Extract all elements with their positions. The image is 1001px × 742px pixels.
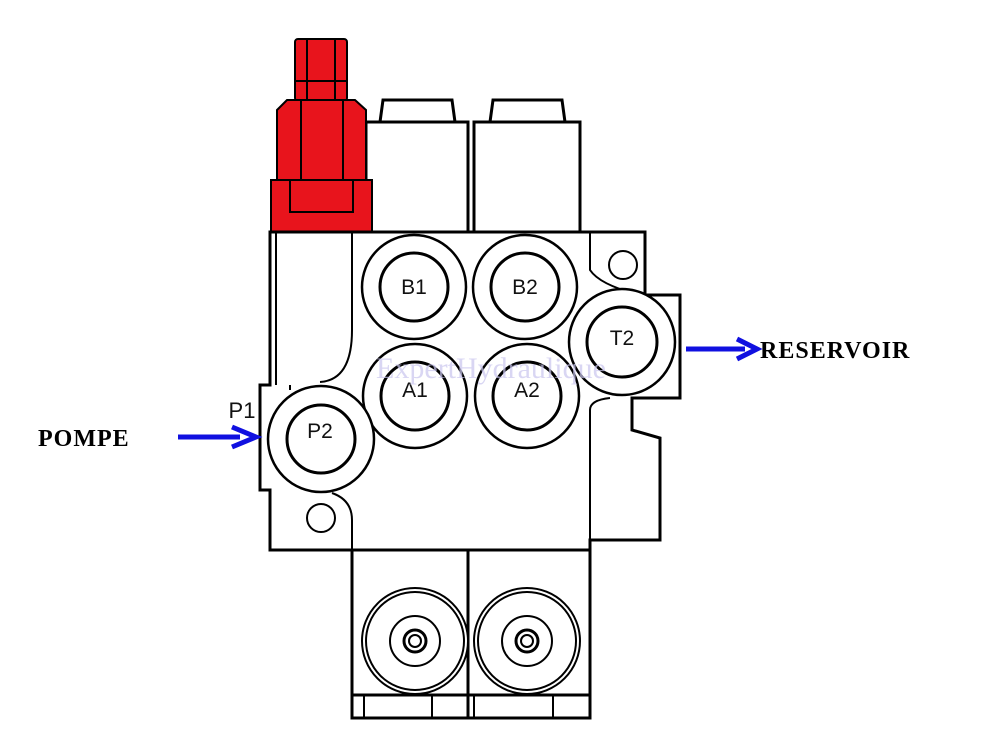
- pump-label: POMPE: [38, 426, 130, 452]
- port-label-p1: P1: [229, 398, 256, 423]
- pump-arrow: [178, 424, 263, 450]
- mounting-hole: [608, 250, 638, 280]
- port-label-t2: T2: [610, 327, 635, 350]
- port-label-b2: B2: [512, 276, 538, 299]
- port-label-a1: A1: [402, 379, 428, 402]
- reservoir-arrow: [686, 336, 763, 362]
- port-label-p2: P2: [307, 420, 333, 443]
- port-a1: [361, 342, 469, 450]
- mounting-hole: [306, 503, 336, 533]
- spool-end: [361, 587, 469, 695]
- port-label-a2: A2: [514, 379, 540, 402]
- port-t2: [567, 287, 677, 397]
- reservoir-label: RESERVOIR: [760, 338, 910, 364]
- port-b2: [471, 233, 579, 341]
- port-label-b1: B1: [401, 276, 427, 299]
- port-b1: [360, 233, 468, 341]
- relief-valve: [270, 38, 373, 233]
- watermark: ExpertHydraulique: [376, 352, 606, 385]
- upper-spool-caps: [364, 98, 582, 234]
- bottom-feet: [352, 693, 590, 718]
- spool-end: [473, 587, 581, 695]
- port-p2: [266, 384, 376, 494]
- port-a2: [473, 342, 581, 450]
